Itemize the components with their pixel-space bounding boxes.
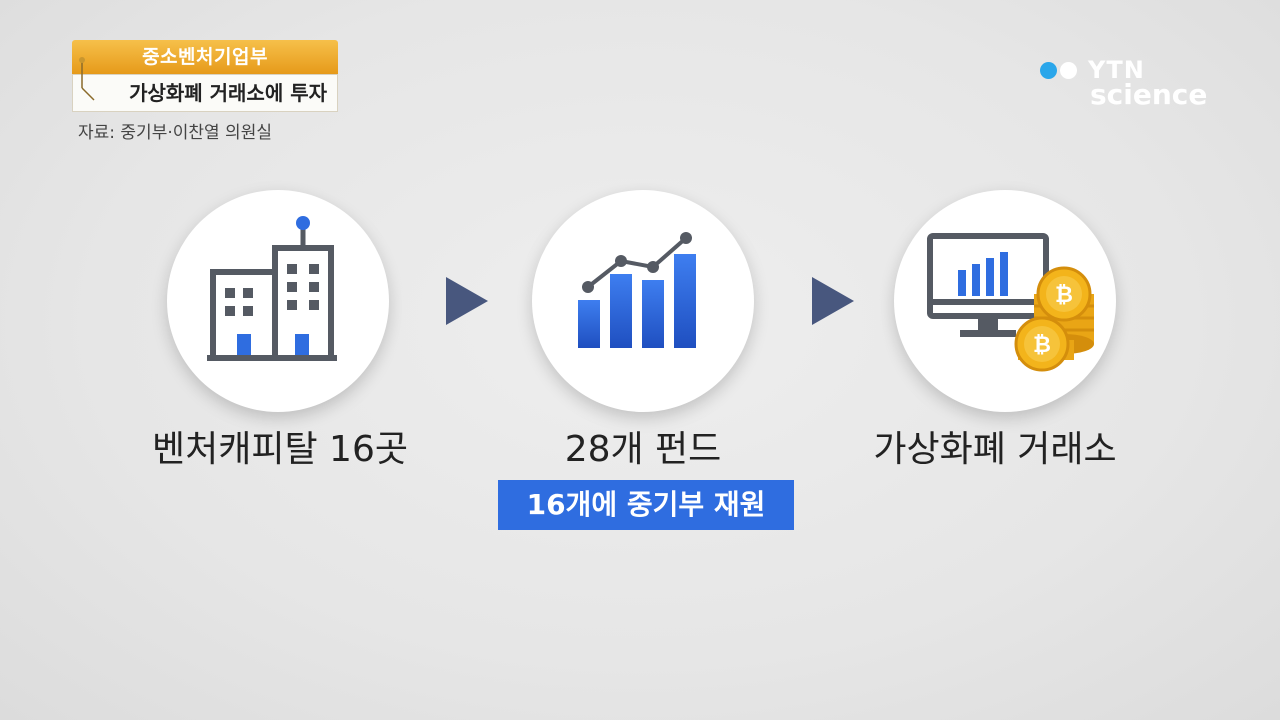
step2-label: 28개 펀드 (564, 429, 722, 470)
source-text: 자료: 중기부·이찬열 의원실 (78, 123, 272, 143)
pin-icon (79, 57, 95, 101)
bar-chart-icon (578, 232, 696, 348)
step3-label: 가상화폐 거래소 (873, 429, 1117, 470)
fund-circle (532, 190, 754, 412)
category-title: 중소벤처기업부 (72, 40, 338, 74)
exchange-circle: ₿ ₿ (894, 190, 1116, 412)
arrow-icon (812, 277, 854, 325)
logo-sub: science (1090, 78, 1208, 111)
funding-badge: 16개에 중기부 재원 (498, 480, 794, 530)
logo-dot-icon (1060, 62, 1077, 79)
ytn-science-logo: YTN science (1040, 56, 1220, 114)
monitor-bitcoin-icon: ₿ ₿ (927, 233, 1094, 372)
arrow-icon (446, 277, 488, 325)
step1-label: 벤처캐피탈 16곳 (152, 429, 408, 470)
venture-capital-circle (167, 190, 389, 412)
headline-title: 가상화폐 거래소에 투자 (72, 74, 338, 112)
office-building-icon (207, 216, 337, 361)
logo-dot-icon (1040, 62, 1057, 79)
title-card: 중소벤처기업부 가상화폐 거래소에 투자 (72, 40, 338, 112)
svg-text:₿: ₿ (1033, 333, 1051, 358)
logo-brand: YTN (1088, 56, 1145, 84)
svg-text:₿: ₿ (1055, 283, 1073, 308)
